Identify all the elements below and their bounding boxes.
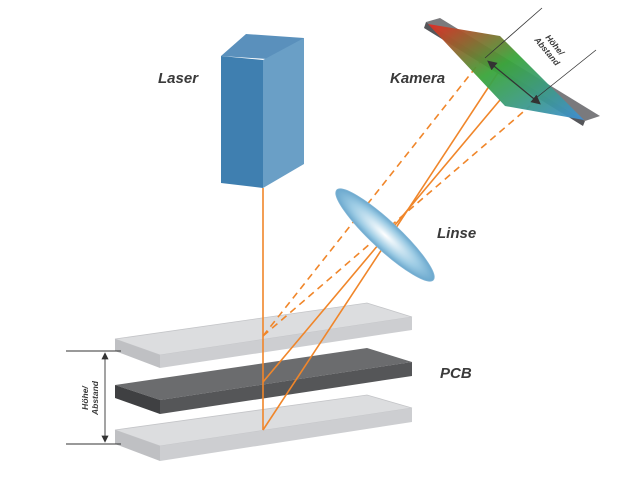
reflected-beam-dashed-1 (262, 61, 481, 337)
left-height-label-line2: Abstand (90, 380, 100, 416)
left-height-label-line1: Höhe/ (80, 385, 90, 410)
pcb-label: PCB (440, 365, 472, 382)
lens-label: Linse (437, 225, 476, 242)
camera-label: Kamera (390, 70, 445, 87)
left-height-dimension (66, 350, 121, 445)
camera-height-label: Höhe/ Abstand (532, 33, 568, 69)
camera-height-dimension (484, 7, 597, 105)
lens (335, 188, 435, 282)
reflected-beam-dashed-2 (262, 105, 531, 337)
laser-box (221, 34, 304, 188)
left-height-label: Höhe/ Abstand (80, 380, 100, 416)
laser-label: Laser (158, 70, 199, 87)
